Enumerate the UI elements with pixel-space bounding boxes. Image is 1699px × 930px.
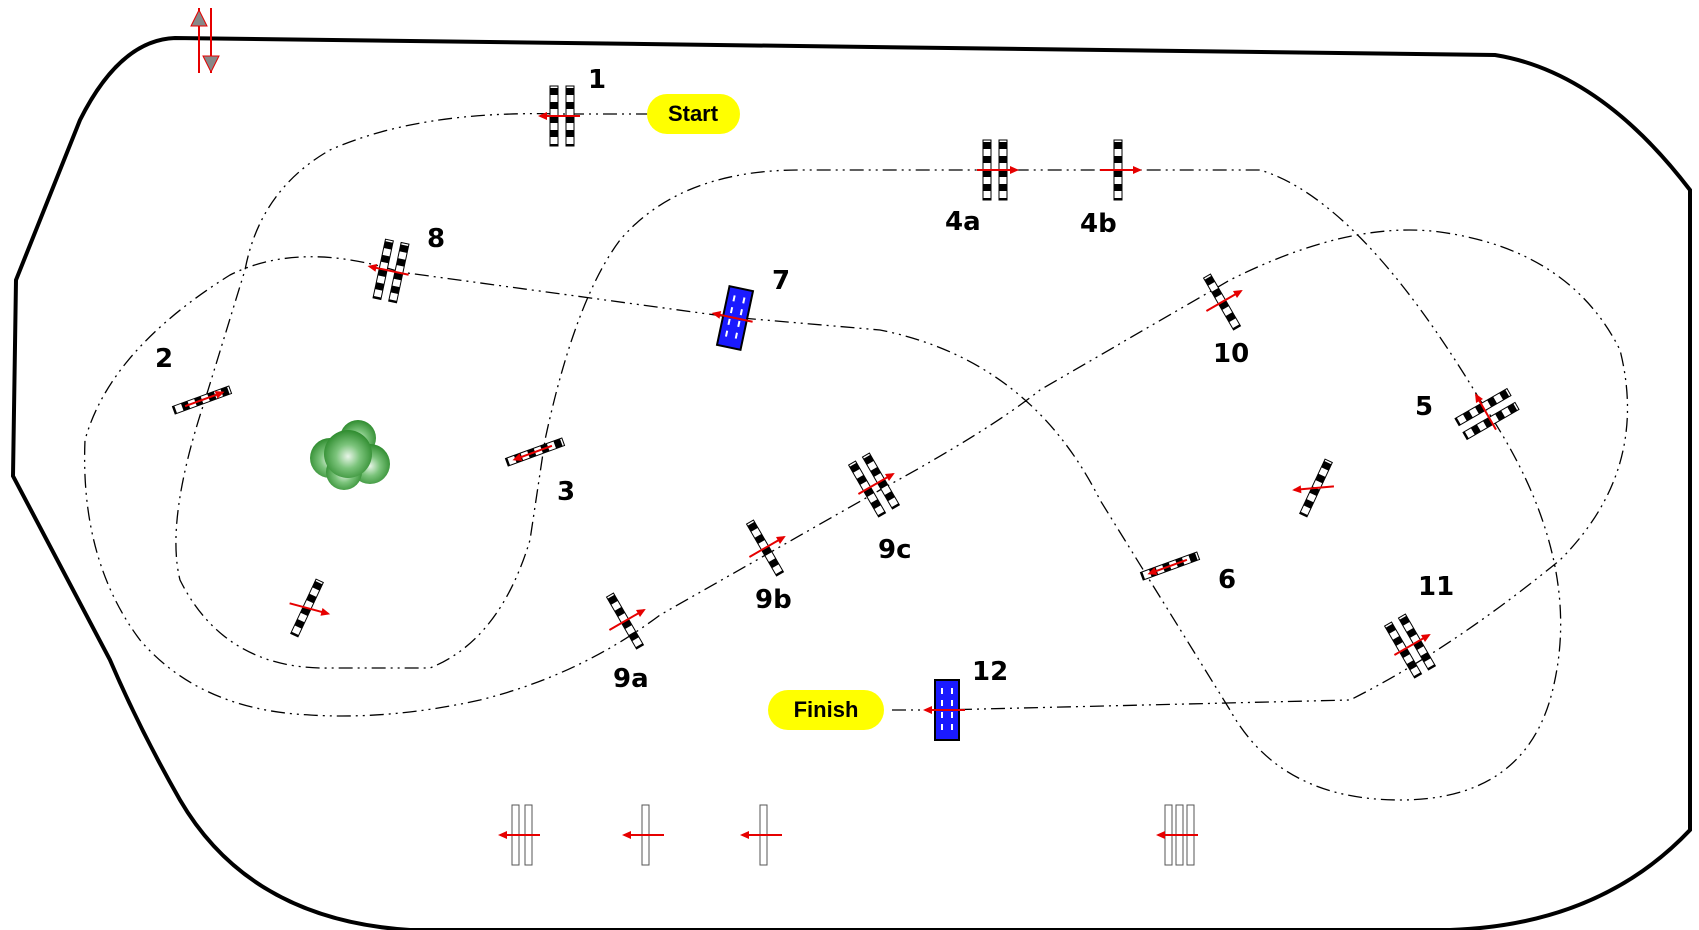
obstacle-9c-oxer-jump-icon [847,452,901,518]
obstacle-5-oxer-jump-icon [1454,387,1520,441]
obstacle-1-oxer-jump-icon [537,85,581,147]
obstacle-label-12: 12 [972,657,1008,687]
obstacle-label-9b: 9b [755,585,792,615]
obstacle-2-vertical-jump-icon [171,385,233,415]
obstacle-label-6: 6 [1218,565,1236,595]
obstacle-label-7: 7 [772,266,790,296]
finish-marker: Finish [768,690,884,730]
obstacle-label-2: 2 [155,344,173,374]
obstacle-label-5: 5 [1415,392,1433,422]
obstacle-label-10: 10 [1213,339,1249,369]
obstacle-label-9c: 9c [878,535,912,565]
obstacle-11-oxer-jump-icon [1383,613,1437,679]
obstacle-label-8: 8 [427,224,445,254]
direction-toggle-icon [190,8,220,74]
obstacle-label-3: 3 [557,477,575,507]
obstacle-9b-vertical-jump-icon [745,519,789,577]
obstacle-label-9a: 9a [613,664,649,694]
start-label: Start [668,101,719,126]
obstacle-6-vertical-jump-icon [1139,551,1201,581]
legend-triple-bar-icon [1155,804,1199,866]
start-marker: Start [647,94,740,134]
finish-label: Finish [794,697,859,722]
obstacle-label-11: 11 [1418,572,1454,602]
practice-vertical-jump-icon [287,578,333,638]
obstacle-12-water-jump-icon [922,679,966,741]
obstacle-8-oxer-jump-icon [365,238,411,304]
legend-vertical-jump-icon [739,804,783,866]
route-path [83,113,1629,801]
obstacle-label-1: 1 [588,65,606,95]
practice-vertical-jump-icon [1290,458,1336,518]
obstacle-3-vertical-jump-icon [504,437,566,467]
obstacle-4b-vertical-jump-icon [1099,139,1143,201]
bush-icon [310,420,390,490]
obstacle-9a-vertical-jump-icon [605,592,649,650]
obstacle-10-vertical-jump-icon [1202,273,1246,331]
obstacle-7-water-jump-icon [709,284,755,352]
legend-vertical-jump-icon [621,804,665,866]
obstacle-4a-oxer-jump-icon [976,139,1020,201]
obstacle-label-4b: 4b [1080,209,1117,239]
arena-boundary [10,35,1692,930]
legend-oxer-jump-icon [497,804,541,866]
obstacle-label-4a: 4a [945,207,981,237]
